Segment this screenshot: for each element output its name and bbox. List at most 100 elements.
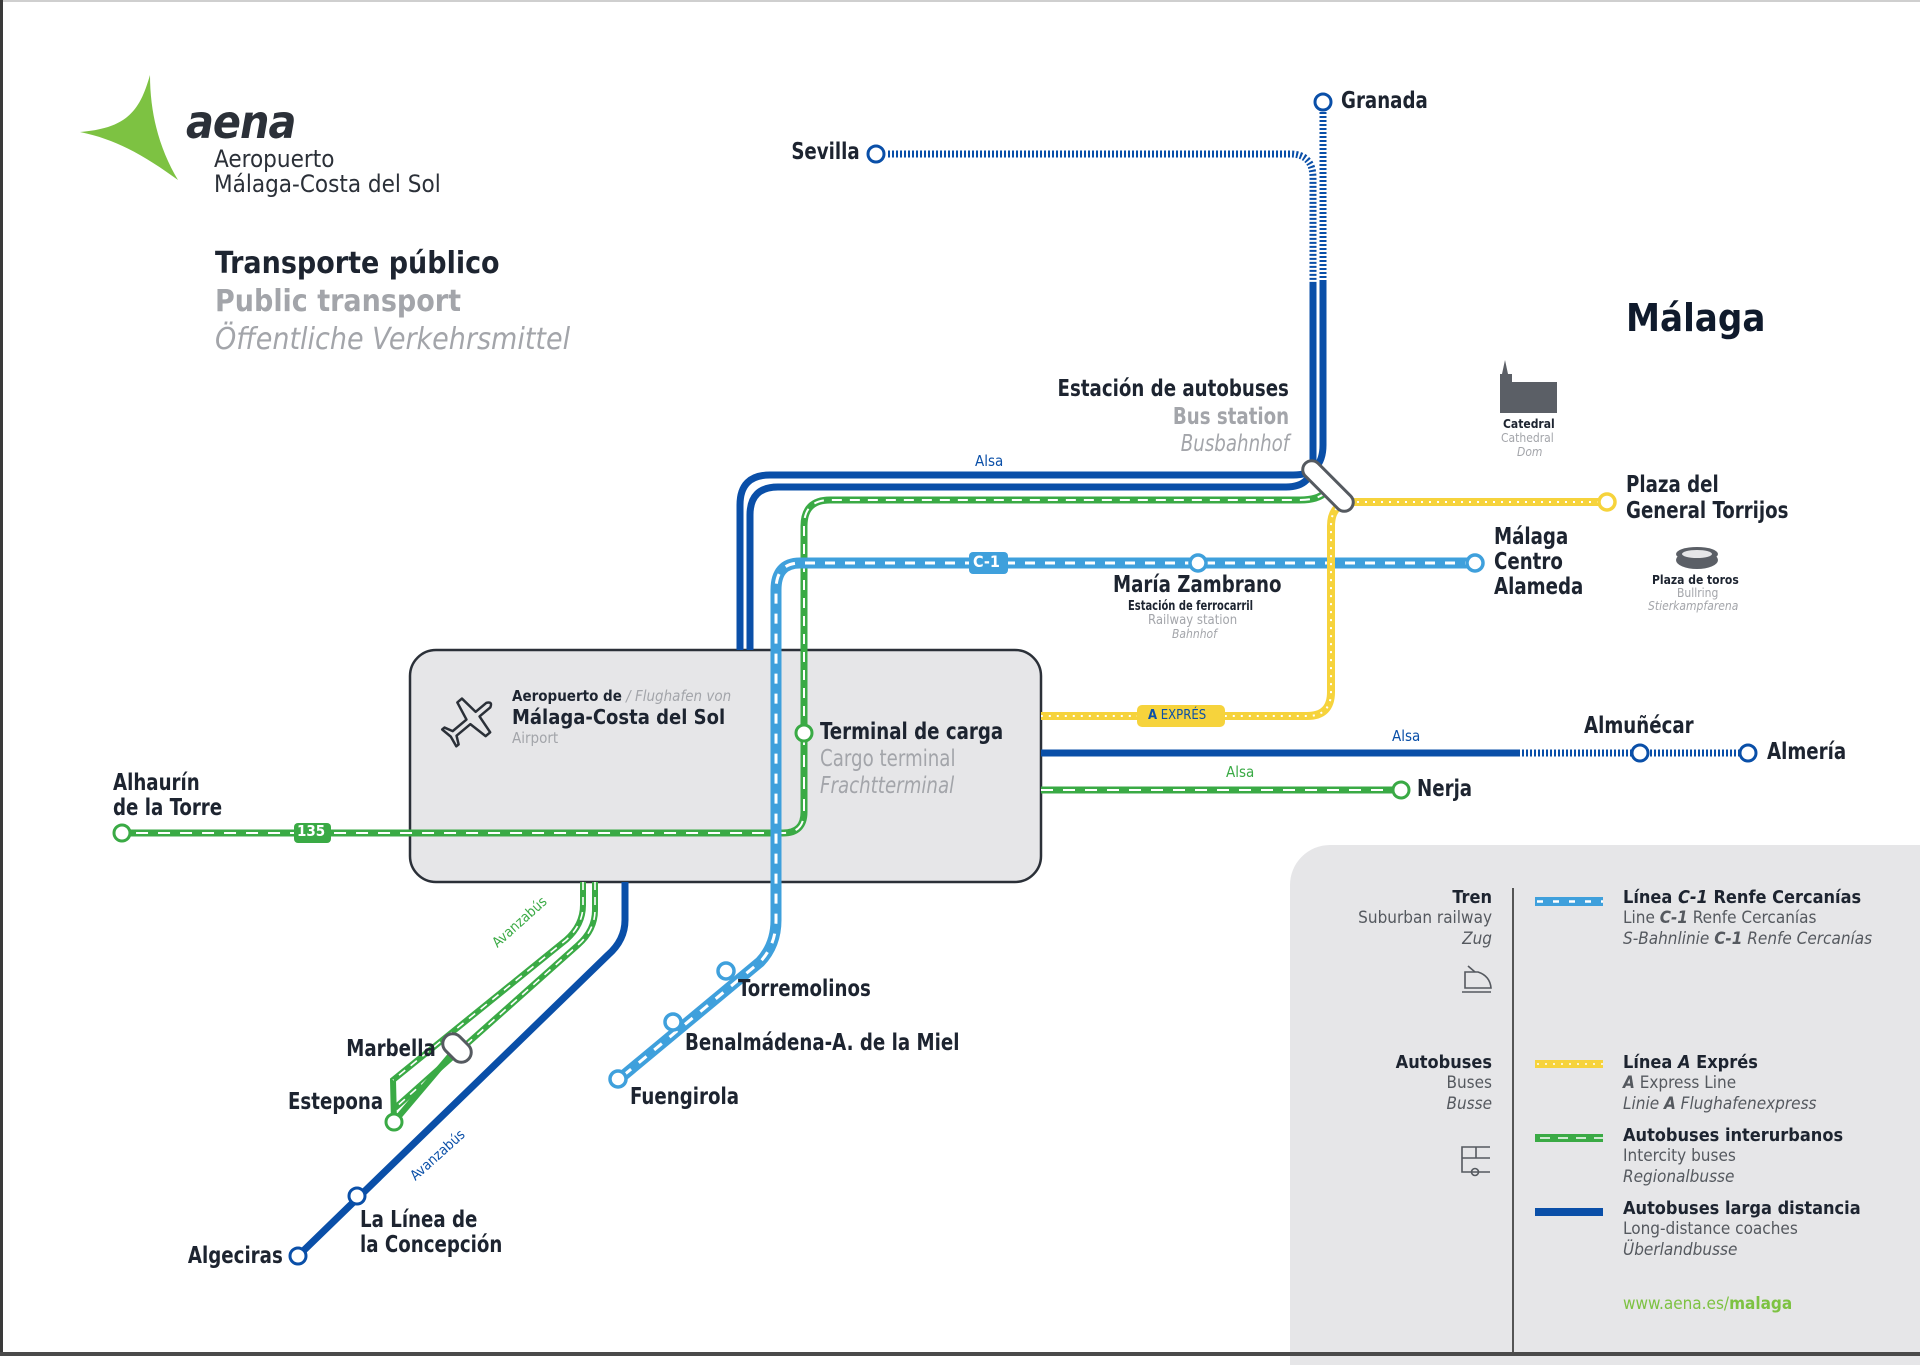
legend-item-c1-de-pre: S-Bahnlinie bbox=[1623, 929, 1715, 949]
legend-item-c1-de: S-Bahnlinie C-1 Renfe Cercanías bbox=[1623, 929, 1873, 949]
label-maria-zambrano[interactable]: María Zambrano bbox=[1113, 572, 1282, 598]
station-almunecar[interactable] bbox=[1630, 743, 1650, 763]
bullring-en: Bullring bbox=[1677, 586, 1719, 600]
label-almeria[interactable]: Almería bbox=[1767, 739, 1847, 765]
legend-item-a-es-post: Exprés bbox=[1690, 1052, 1758, 1073]
line-sevilla-dotted bbox=[888, 150, 1317, 282]
station-malaga-centro[interactable] bbox=[1465, 553, 1485, 573]
label-granada[interactable]: Granada bbox=[1341, 88, 1428, 114]
aena-logo-text: aena bbox=[186, 95, 296, 149]
airport-brand-line2: Málaga-Costa del Sol bbox=[214, 170, 441, 198]
legend-sample-a-expres bbox=[1535, 1060, 1603, 1068]
label-benalmadena[interactable]: Benalmádena-A. de la Miel bbox=[685, 1030, 960, 1056]
airport-name: Málaga-Costa del Sol bbox=[512, 705, 726, 729]
label-terminal-carga-es[interactable]: Terminal de carga bbox=[820, 719, 1004, 745]
legend-item-c1-de-code: C-1 bbox=[1714, 929, 1743, 949]
legend-item-intercity-en: Intercity buses bbox=[1623, 1146, 1736, 1166]
airport-line1-de: / Flughafen von bbox=[626, 687, 732, 705]
label-plaza-torrijos-1[interactable]: Plaza del bbox=[1626, 472, 1719, 498]
label-sevilla[interactable]: Sevilla bbox=[791, 139, 860, 165]
line-avanzabus-green-2-dash bbox=[394, 882, 596, 1109]
cathedral-de: Dom bbox=[1517, 445, 1543, 459]
bus-135-badge-bg bbox=[294, 823, 331, 843]
station-nerja[interactable] bbox=[1391, 780, 1411, 800]
station-terminal-carga[interactable] bbox=[794, 723, 814, 743]
label-malaga-centro-2[interactable]: Centro bbox=[1494, 549, 1563, 575]
website-link-prefix: www.aena.es/ bbox=[1623, 1294, 1730, 1314]
label-marbella[interactable]: Marbella bbox=[346, 1036, 436, 1062]
label-la-linea-1[interactable]: La Línea de bbox=[360, 1207, 478, 1233]
station-plaza-torrijos[interactable] bbox=[1597, 492, 1617, 512]
station-almeria[interactable] bbox=[1738, 743, 1758, 763]
station-maria-zambrano[interactable] bbox=[1188, 553, 1208, 573]
bus-135-badge: 135 bbox=[297, 822, 326, 840]
airport-box bbox=[408, 648, 1043, 884]
legend-item-c1-de-post: Renfe Cercanías bbox=[1742, 929, 1873, 949]
legend-cat-train-de: Zug bbox=[1462, 929, 1492, 949]
legend-item-a-de: Linie A Flughafenexpress bbox=[1623, 1094, 1817, 1114]
label-fuengirola[interactable]: Fuengirola bbox=[630, 1084, 740, 1110]
label-bus-station-de: Busbahnhof bbox=[1180, 431, 1289, 457]
airport-brand-line1: Aeropuerto bbox=[214, 145, 335, 173]
label-estepona[interactable]: Estepona bbox=[287, 1089, 383, 1115]
a-expres-badge-text: EXPRÉS bbox=[1160, 708, 1207, 723]
label-malaga-centro-3[interactable]: Alameda bbox=[1494, 574, 1584, 600]
legend-item-c1-en-code: C-1 bbox=[1659, 908, 1688, 928]
website-link-suffix: malaga bbox=[1729, 1294, 1793, 1314]
station-algeciras[interactable] bbox=[288, 1246, 308, 1266]
legend-cat-bus-en: Buses bbox=[1446, 1073, 1492, 1093]
label-la-linea-2[interactable]: la Concepción bbox=[360, 1232, 503, 1258]
legend-sample-c1 bbox=[1535, 897, 1603, 906]
a-expres-badge-bg bbox=[1137, 705, 1225, 727]
legend-item-c1-es: Línea C-1 Renfe Cercanías bbox=[1623, 888, 1861, 908]
legend-item-longdistance-de: Überlandbusse bbox=[1623, 1240, 1738, 1260]
legend-item-a-de-post: Flughafenexpress bbox=[1675, 1094, 1817, 1114]
label-terminal-carga-en: Cargo terminal bbox=[820, 746, 956, 772]
legend-item-a-en-code: A bbox=[1623, 1073, 1635, 1093]
aena-logo-mark bbox=[80, 75, 178, 180]
legend-sample-long-distance bbox=[1535, 1208, 1603, 1216]
label-nerja[interactable]: Nerja bbox=[1417, 776, 1473, 802]
label-almunecar[interactable]: Almuñécar bbox=[1584, 713, 1694, 739]
legend-item-c1-en-post: Renfe Cercanías bbox=[1687, 908, 1817, 928]
line-avanzabus-blue bbox=[295, 882, 629, 1259]
frame-left-border bbox=[0, 0, 3, 1356]
label-maria-zambrano-de: Bahnhof bbox=[1172, 627, 1217, 641]
c1-badge: C-1 bbox=[973, 552, 1000, 571]
station-sevilla[interactable] bbox=[866, 144, 886, 164]
label-plaza-torrijos-2[interactable]: General Torrijos bbox=[1626, 498, 1789, 524]
label-algeciras[interactable]: Algeciras bbox=[188, 1243, 283, 1269]
station-la-linea[interactable] bbox=[347, 1186, 367, 1206]
label-alhaurin-2[interactable]: de la Torre bbox=[113, 795, 223, 821]
a-expres-badge-letter: A bbox=[1148, 708, 1158, 723]
legend-cat-train-es: Tren bbox=[1452, 887, 1492, 908]
station-benalmadena[interactable] bbox=[663, 1012, 683, 1032]
station-fuengirola[interactable] bbox=[608, 1069, 628, 1089]
label-bus-station-es[interactable]: Estación de autobuses bbox=[1057, 376, 1289, 402]
legend-cat-bus-es: Autobuses bbox=[1395, 1052, 1492, 1073]
legend-item-a-de-code: A bbox=[1663, 1094, 1676, 1114]
legend-sample-intercity bbox=[1535, 1134, 1603, 1142]
line-intercity-bus-station-dash bbox=[803, 491, 1327, 733]
label-torremolinos[interactable]: Torremolinos bbox=[738, 976, 871, 1002]
cathedral-icon bbox=[1500, 360, 1557, 413]
title-es: Transporte público bbox=[215, 246, 500, 281]
legend-divider bbox=[1512, 888, 1514, 1356]
station-granada[interactable] bbox=[1313, 92, 1333, 112]
website-link[interactable]: www.aena.es/malaga bbox=[1623, 1294, 1793, 1314]
station-estepona[interactable] bbox=[384, 1112, 404, 1132]
city-label: Málaga bbox=[1626, 296, 1766, 340]
legend-cat-bus-de: Busse bbox=[1446, 1094, 1492, 1114]
line-intercity-135-dash bbox=[122, 733, 805, 834]
station-torremolinos[interactable] bbox=[716, 961, 736, 981]
a-expres-badge: A EXPRÉS bbox=[1148, 709, 1206, 723]
label-alsa-top: Alsa bbox=[975, 452, 1004, 470]
airport-en: Airport bbox=[512, 729, 559, 747]
station-alhaurin[interactable] bbox=[112, 823, 132, 843]
title-de: Öffentliche Verkehrsmittel bbox=[215, 322, 571, 357]
airport-line1: Aeropuerto de / Flughafen von bbox=[512, 687, 732, 705]
label-bus-station-en: Bus station bbox=[1172, 404, 1289, 430]
label-malaga-centro-1[interactable]: Málaga bbox=[1494, 524, 1569, 550]
label-alhaurin-1[interactable]: Alhaurín bbox=[113, 770, 200, 796]
